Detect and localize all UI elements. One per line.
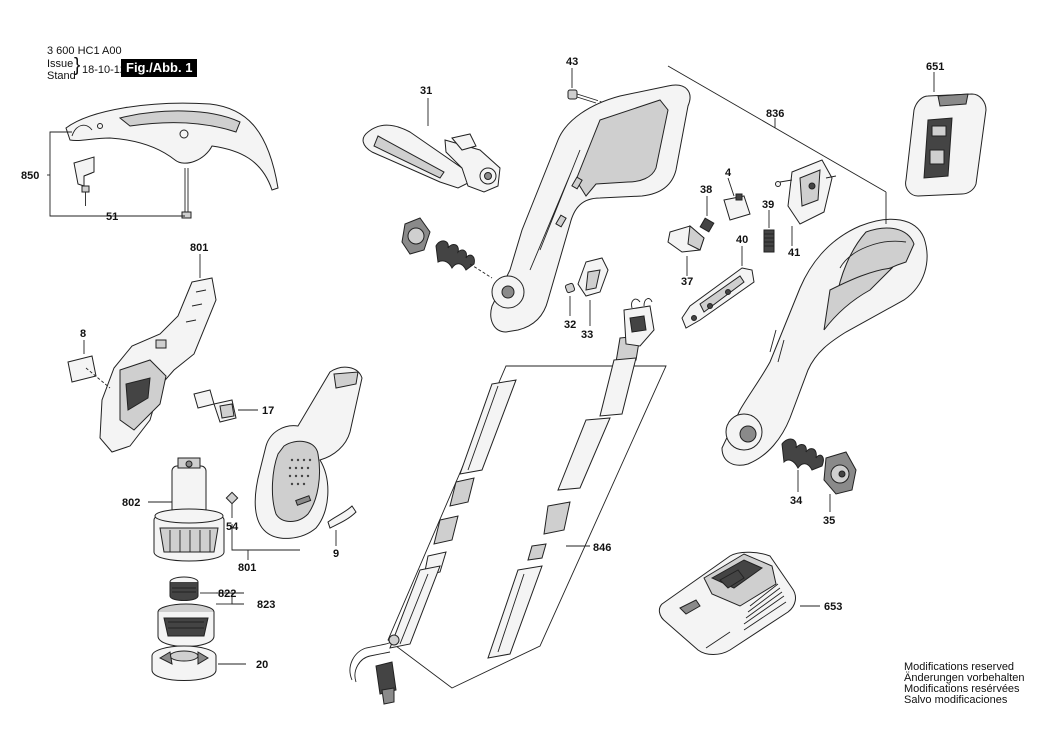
screw-drawing: [81, 185, 90, 206]
modifications-note: Modifications reserved Änderungen vorbeh…: [904, 662, 1024, 706]
callout-823: 823: [257, 599, 275, 611]
stand-label: Stand: [47, 70, 76, 82]
clip-17-drawing: [193, 389, 237, 423]
shaft-tube-drawing: [389, 379, 517, 649]
callout-822: 822: [218, 588, 236, 600]
label-9-drawing: [327, 505, 357, 529]
switch-4-drawing: [723, 193, 751, 221]
handle-housing-drawing: [721, 218, 928, 466]
callout-17: 17: [262, 405, 274, 417]
callout-39: 39: [762, 199, 774, 211]
note-es: Salvo modificaciones: [904, 694, 1008, 706]
callout-8: 8: [80, 328, 86, 340]
motor-drawing: [153, 457, 225, 562]
battery-pack-drawing: [905, 93, 987, 197]
charger-drawing: [658, 551, 796, 655]
callout-651: 651: [926, 61, 944, 73]
spool-822-drawing: [169, 576, 199, 601]
guard-bracket-drawing: [73, 156, 95, 187]
spring-38-drawing: [699, 217, 715, 233]
spool-holder-823-drawing: [157, 603, 215, 647]
motor-housing-right-drawing: [254, 366, 363, 539]
callout-41: 41: [788, 247, 800, 259]
spring-39-drawing: [763, 229, 775, 253]
spool-guard-drawing: [65, 102, 279, 191]
callout-33: 33: [581, 329, 593, 341]
knob-nut-drawing: [401, 217, 431, 255]
callout-4: 4: [725, 167, 732, 179]
spring-34-drawing: [781, 438, 824, 471]
callout-801-top: 801: [190, 242, 208, 254]
callout-20: 20: [256, 659, 268, 671]
note-fr: Modifications resérvées: [904, 683, 1020, 695]
switch-button-drawing: [667, 225, 705, 253]
auxiliary-handle-drawing: [362, 124, 501, 193]
nut-54-drawing: [225, 491, 239, 505]
connector-drawing: [623, 298, 655, 347]
switch-lever-drawing: [681, 267, 755, 329]
motor-housing-left-drawing: [99, 277, 217, 453]
callout-801-bottom: 801: [238, 562, 256, 574]
callout-38: 38: [700, 184, 712, 196]
callout-32: 32: [564, 319, 576, 331]
callout-54: 54: [226, 521, 239, 533]
callout-35: 35: [823, 515, 835, 527]
long-screw-drawing: [181, 168, 192, 219]
callout-51: 51: [106, 211, 118, 223]
callout-9: 9: [333, 548, 339, 560]
label-8-drawing: [67, 355, 97, 383]
document-code: 3 600 HC1 A00: [47, 45, 122, 57]
callout-37: 37: [681, 276, 693, 288]
callout-653: 653: [824, 601, 842, 613]
callout-31: 31: [420, 85, 432, 97]
issue-label: Issue: [47, 58, 74, 70]
note-en: Modifications reserved: [904, 661, 1015, 673]
callout-40: 40: [736, 234, 748, 246]
callout-802: 802: [122, 497, 140, 509]
callout-850: 850: [21, 170, 39, 182]
note-de: Änderungen vorbehalten: [904, 672, 1025, 684]
callout-846: 846: [593, 542, 611, 554]
spool-cover-20-drawing: [151, 645, 217, 681]
cable-plug-drawing: [349, 634, 400, 705]
callout-836: 836: [766, 108, 784, 120]
handle-half-shell-drawing: [490, 84, 691, 333]
lock-button-drawing: [577, 257, 609, 297]
figure-title: Fig./Abb. 1: [121, 59, 198, 77]
callout-34: 34: [790, 495, 803, 507]
compression-spring-drawing: [435, 240, 475, 271]
lock-spring-drawing: [564, 282, 576, 294]
brace-glyph: }: [74, 55, 81, 76]
issue-date: 18-10-12: [82, 64, 127, 76]
shaft-tube-right-drawing: [487, 335, 641, 659]
callout-labels: 31 43 836 651 850 51 801 8 17 802 54 801…: [21, 56, 944, 671]
callout-43: 43: [566, 56, 578, 68]
electronics-module-drawing: [775, 159, 837, 225]
knob-35-drawing: [823, 451, 857, 495]
